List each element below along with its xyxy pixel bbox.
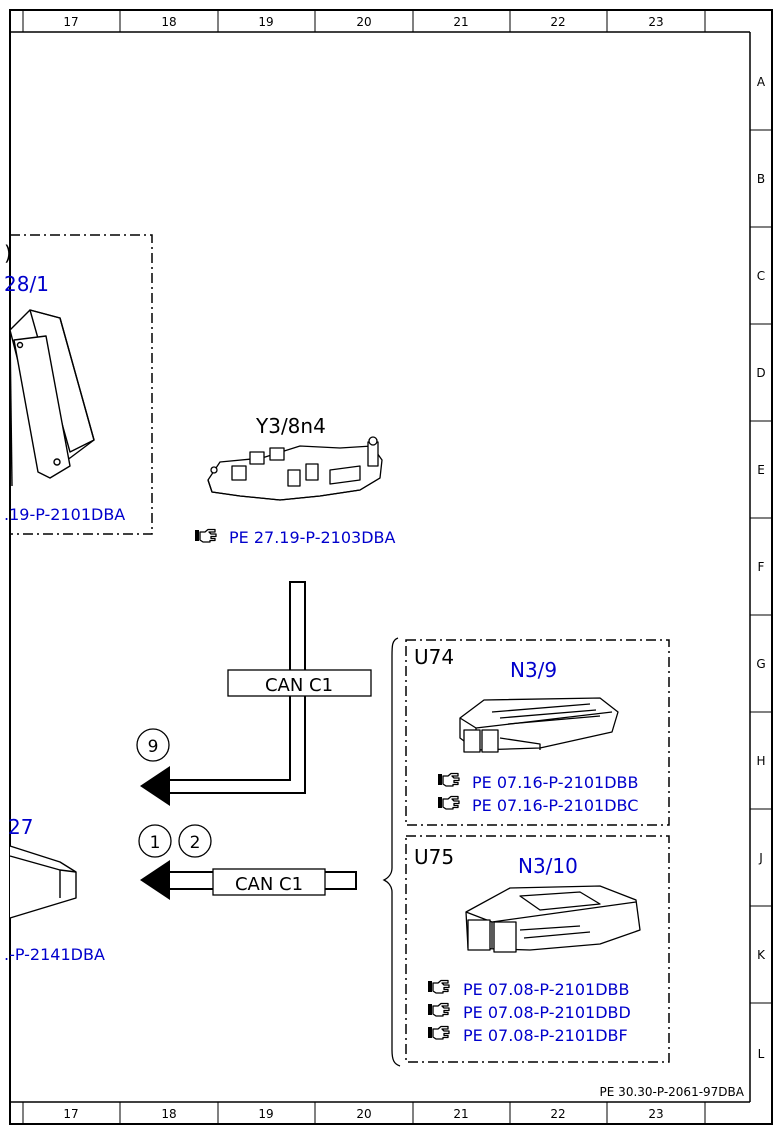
column-label: 18	[161, 1107, 176, 1121]
reference-link[interactable]: PE 07.08-P-2101DBD	[463, 1003, 631, 1022]
component-id: Y3/8n4	[255, 414, 326, 438]
connection-marker	[178, 824, 212, 858]
u74-component-box: U74 N3/9 PE 07.16-P-2101DBB PE 07.16-P-2…	[405, 639, 670, 826]
pointing-hand-icon	[427, 979, 450, 994]
group-brace	[382, 637, 401, 1067]
column-label: 21	[453, 1107, 468, 1121]
left-component-box: ) 28/1 .19-P-2101DBA	[4, 234, 153, 535]
module-illustration	[9, 309, 95, 487]
row-label: A	[757, 75, 766, 89]
can-c1-upper-line: CAN C1 9	[136, 581, 372, 806]
drawing-frame	[9, 9, 773, 1125]
reference-u74-2[interactable]: PE 07.16-P-2101DBC	[437, 795, 638, 815]
reference-y3-8n4[interactable]: PE 27.19-P-2103DBA	[194, 528, 396, 547]
column-label: 17	[63, 15, 78, 29]
column-label: 23	[648, 1107, 663, 1121]
connection-marker-number: 1	[150, 833, 161, 853]
row-label: B	[757, 172, 765, 186]
row-labels: A B C D E F G H J K L	[756, 75, 766, 1061]
pointing-hand-icon	[427, 1025, 450, 1040]
column-label: 19	[258, 1107, 273, 1121]
column-labels-top: 17 18 19 20 21 22 23	[63, 15, 663, 29]
row-label: F	[758, 560, 765, 574]
control-unit-illustration	[465, 885, 641, 953]
module-illustration	[9, 845, 77, 919]
reference-u75-1[interactable]: PE 07.08-P-2101DBB	[427, 979, 629, 999]
left-module-component: 27 .-P-2141DBA	[4, 815, 105, 964]
column-label: 22	[550, 1107, 565, 1121]
document-number: PE 30.30-P-2061-97DBA	[600, 1085, 745, 1099]
bus-label-box	[212, 868, 326, 896]
y3-8n4-component: Y3/8n4 PE 27.19-P-2103DBA	[194, 414, 396, 547]
control-unit-illustration	[459, 697, 619, 753]
reference-u75-2[interactable]: PE 07.08-P-2101DBD	[427, 1002, 631, 1022]
pointing-hand-icon	[437, 795, 460, 810]
row-label: C	[757, 269, 765, 283]
bus-label-box	[227, 669, 372, 697]
pointing-hand-icon	[427, 1002, 450, 1017]
arrow-left-icon	[140, 860, 170, 900]
bus-label: CAN C1	[235, 874, 303, 895]
row-label: J	[758, 851, 763, 865]
can-c1-lower-line: CAN C1 1 2	[138, 824, 357, 900]
component-id: 28/1	[4, 272, 49, 296]
column-label: 18	[161, 15, 176, 29]
reference-link[interactable]: PE 07.08-P-2101DBF	[463, 1026, 628, 1045]
reference-u74-1[interactable]: PE 07.16-P-2101DBB	[437, 772, 638, 792]
reference-u75-3[interactable]: PE 07.08-P-2101DBF	[427, 1025, 628, 1045]
column-label: 19	[258, 15, 273, 29]
row-label: L	[758, 1047, 765, 1061]
reference-link[interactable]: PE 07.08-P-2101DBB	[463, 980, 629, 999]
bus-label: CAN C1	[265, 675, 333, 696]
column-label: 23	[648, 15, 663, 29]
component-id: N3/9	[510, 658, 557, 682]
column-label: 22	[550, 15, 565, 29]
pointing-hand-icon	[437, 772, 460, 787]
column-label: 17	[63, 1107, 78, 1121]
arrow-left-icon	[140, 766, 170, 806]
column-label: 20	[356, 15, 371, 29]
component-code: U75	[414, 845, 454, 869]
column-label: 21	[453, 15, 468, 29]
component-code: U74	[414, 645, 454, 669]
connection-marker	[138, 824, 172, 858]
connection-marker-number: 9	[148, 737, 159, 757]
component-id: N3/10	[518, 854, 578, 878]
reference-link[interactable]: PE 27.19-P-2103DBA	[229, 528, 396, 547]
component-id: 27	[8, 815, 33, 839]
u75-component-box: U75 N3/10 PE 07.08-P-2101DBB PE 07.08-P-…	[405, 835, 670, 1063]
pointing-hand-icon	[194, 528, 217, 543]
column-labels-bottom: 17 18 19 20 21 22 23	[63, 1107, 663, 1121]
reference-link[interactable]: PE 07.16-P-2101DBB	[472, 773, 638, 792]
connection-marker	[136, 728, 170, 762]
valve-body-illustration	[207, 436, 383, 501]
row-label: H	[756, 754, 765, 768]
column-label: 20	[356, 1107, 371, 1121]
component-code: )	[4, 241, 12, 265]
row-label: E	[757, 463, 765, 477]
row-label: K	[757, 948, 766, 962]
row-label: G	[756, 657, 765, 671]
reference-link[interactable]: PE 07.16-P-2101DBC	[472, 796, 638, 815]
connection-marker-number: 2	[190, 833, 201, 853]
reference-link[interactable]: .-P-2141DBA	[4, 945, 105, 964]
reference-link[interactable]: .19-P-2101DBA	[4, 505, 125, 524]
row-label: D	[756, 366, 765, 380]
